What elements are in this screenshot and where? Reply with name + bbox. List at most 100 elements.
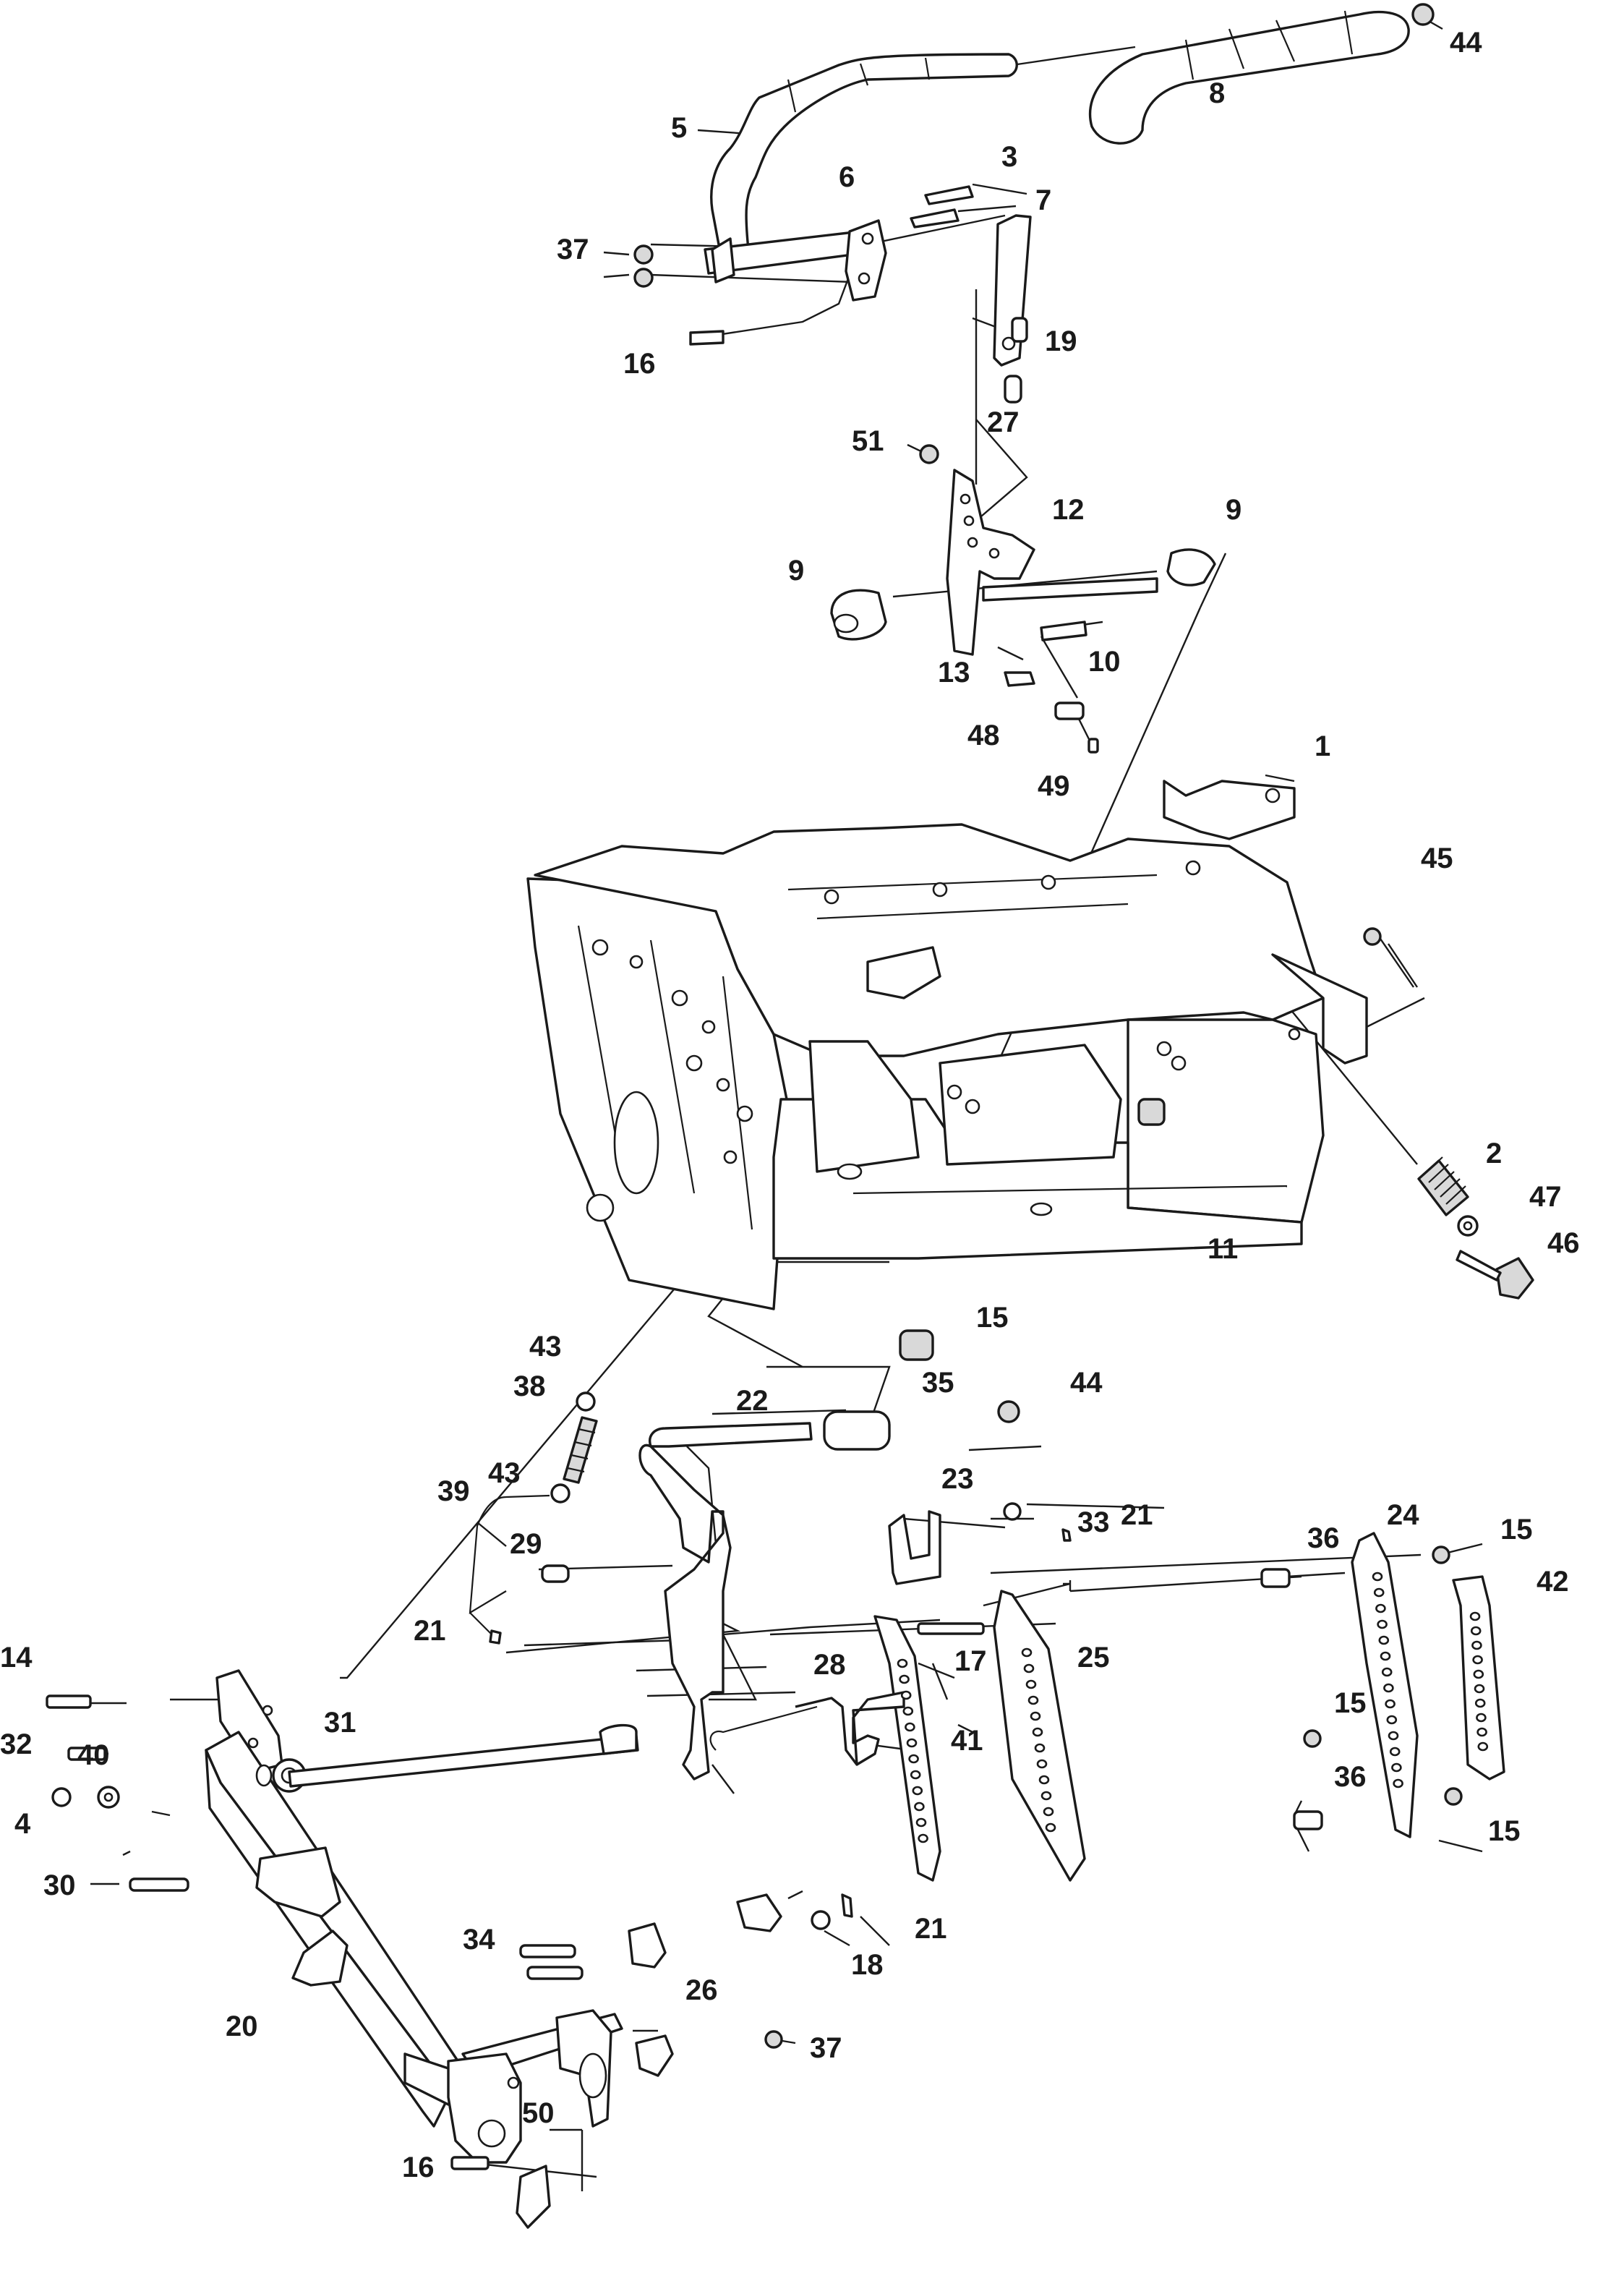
- callout-50: 50: [522, 2097, 555, 2129]
- callout-32: 32: [0, 1728, 33, 1760]
- plate-41-holes-11: [915, 1817, 927, 1828]
- plate-holes: [897, 1572, 1489, 1843]
- callout-45: 45: [1421, 843, 1453, 874]
- plate-41-holes-9: [912, 1786, 923, 1796]
- washer-32: [51, 1787, 72, 1807]
- bolt-16b: [450, 2156, 490, 2170]
- clip-21a: [1061, 1528, 1072, 1542]
- plate-41-holes-6: [906, 1738, 918, 1748]
- plate-25-holes-5: [1030, 1711, 1041, 1721]
- callout-1: 1: [1315, 730, 1330, 762]
- plate-24-holes-8: [1383, 1683, 1394, 1693]
- callout-26: 26: [685, 1974, 718, 2006]
- bolt-3: [924, 185, 974, 205]
- nut-45: [1363, 927, 1382, 946]
- plate-41-holes-5: [905, 1722, 915, 1732]
- frame-right-rail: [1271, 953, 1368, 1065]
- callout-33: 33: [1077, 1506, 1110, 1538]
- plate-42-holes-3: [1471, 1640, 1482, 1650]
- washer-33: [1003, 1502, 1022, 1521]
- callout-35: 35: [922, 1367, 954, 1399]
- callout-29: 29: [510, 1528, 542, 1560]
- sleeve-35: [823, 1410, 891, 1451]
- plate-41-holes-10: [914, 1801, 925, 1812]
- callout-43a: 43: [529, 1331, 562, 1363]
- bolt-3b: [910, 208, 960, 229]
- base-frame: [46, 1528, 1072, 2229]
- pin-27: [1004, 375, 1022, 404]
- callout-15d: 15: [1488, 1815, 1521, 1847]
- callout-44a: 44: [1450, 27, 1482, 59]
- callout-43b: 43: [488, 1457, 521, 1489]
- plate-24-holes-7: [1381, 1667, 1393, 1677]
- callout-48: 48: [967, 720, 1000, 751]
- callout-23: 23: [941, 1463, 974, 1495]
- plate-41-holes-7: [908, 1754, 919, 1764]
- callout-22: 22: [736, 1385, 769, 1417]
- plate-42-holes-4: [1472, 1655, 1483, 1665]
- bolt-17: [917, 1622, 985, 1635]
- callout-15a: 15: [976, 1302, 1009, 1334]
- plate-24-holes-5: [1378, 1635, 1390, 1645]
- callout-39: 39: [437, 1475, 470, 1507]
- nut-37-lower: [764, 2030, 783, 2049]
- plate-24-holes-14: [1393, 1778, 1403, 1788]
- lower-arm: [255, 1846, 341, 1918]
- plate-24-holes-1: [1372, 1572, 1383, 1582]
- cross-shaft: [288, 1734, 639, 1788]
- pin-29: [541, 1564, 570, 1583]
- callout-16a: 16: [623, 348, 656, 380]
- bracket-6: [845, 219, 887, 302]
- plate-24-holes-13: [1391, 1762, 1402, 1773]
- nut-15c: [1303, 1729, 1322, 1748]
- knob-46: [1495, 1257, 1534, 1300]
- callout-18: 18: [851, 1949, 884, 1981]
- callout-12: 12: [1052, 494, 1085, 526]
- bolt-30: [129, 1877, 189, 1892]
- callout-21b: 21: [414, 1615, 446, 1647]
- shaft-collar: [599, 1723, 638, 1755]
- callout-31: 31: [324, 1707, 356, 1739]
- washer-43-bottom: [550, 1483, 570, 1504]
- frame-cutout: [866, 946, 941, 999]
- tab-50: [516, 2165, 551, 2229]
- callout-36a: 36: [1307, 1522, 1340, 1554]
- frame-inner-bracket: [808, 1040, 920, 1173]
- plate-25-holes-4: [1027, 1695, 1039, 1705]
- spring-38: [563, 1416, 598, 1484]
- callout-49: 49: [1038, 770, 1070, 802]
- bracket-left: [711, 237, 735, 283]
- spacer-15-top: [899, 1329, 934, 1361]
- callout-34: 34: [463, 1924, 495, 1956]
- pivot-shaft: [982, 577, 1158, 602]
- callout-7: 7: [1035, 184, 1051, 216]
- lever-arm: [638, 1444, 732, 1781]
- callout-47: 47: [1529, 1181, 1562, 1213]
- callout-15b: 15: [1500, 1514, 1533, 1545]
- spring-hardware: [1363, 927, 1534, 1300]
- rear-mount-plate: [447, 2052, 522, 2164]
- callout-19: 19: [1045, 325, 1077, 357]
- callout-37a: 37: [557, 234, 589, 265]
- frame-right-ear: [1163, 780, 1296, 840]
- bolt-14: [46, 1694, 92, 1709]
- rear-tab: [635, 2034, 674, 2077]
- washer-43-top: [576, 1391, 596, 1412]
- callout-9b: 9: [1226, 494, 1241, 526]
- callout-15c: 15: [1334, 1687, 1367, 1719]
- plate-24-holes-12: [1389, 1747, 1401, 1757]
- callout-4: 4: [14, 1808, 31, 1840]
- callout-41: 41: [951, 1725, 983, 1757]
- callout-36b: 36: [1334, 1761, 1367, 1793]
- plate-24-holes-4: [1377, 1619, 1388, 1629]
- plate-24-holes-9: [1385, 1699, 1396, 1709]
- spacer-36-top: [1260, 1568, 1291, 1588]
- handle-tube-5: [710, 53, 1018, 269]
- plate-25-holes-10: [1040, 1791, 1052, 1801]
- main-frame-1: [526, 780, 1368, 1310]
- nut-51: [919, 444, 939, 464]
- callout-40: 40: [77, 1739, 110, 1771]
- pin-19: [1011, 317, 1028, 343]
- plate-24-holes-6: [1380, 1651, 1391, 1661]
